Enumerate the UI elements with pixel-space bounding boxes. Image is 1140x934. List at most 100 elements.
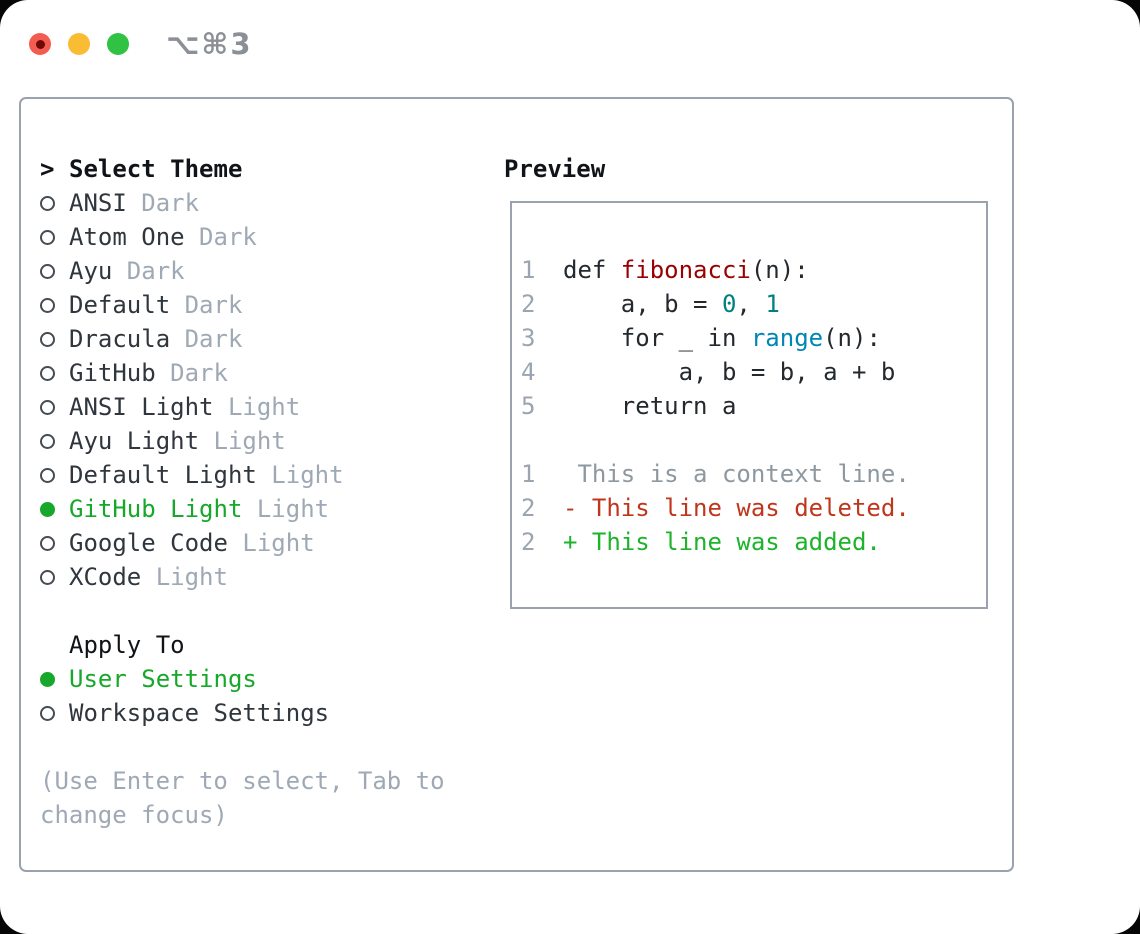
option-label: GitHub Light: [69, 495, 243, 523]
code-line: 2 + This line was added.: [521, 525, 986, 559]
theme-option-ayu-dark[interactable]: Ayu Dark: [40, 254, 500, 288]
theme-option-github-light-light[interactable]: GitHub Light Light: [40, 492, 500, 526]
option-label: Dracula: [69, 325, 171, 353]
maximize-button[interactable]: [107, 33, 129, 55]
radio-icon: [40, 331, 55, 347]
radio-icon: [40, 399, 55, 415]
close-button[interactable]: [29, 33, 51, 55]
preview-header: Preview: [504, 155, 606, 183]
select-theme-header: > Select Theme: [40, 152, 500, 186]
theme-variant-tag: Light: [199, 427, 286, 455]
code-line: 2 - This line was deleted.: [521, 491, 986, 525]
theme-variant-tag: Light: [213, 393, 301, 421]
code-line: 3 for _ in range(n):: [521, 321, 986, 355]
line-number: 2: [521, 528, 536, 556]
theme-option-atom-one-dark[interactable]: Atom One Dark: [40, 220, 500, 254]
radio-icon: [40, 705, 55, 721]
spacer-row: [40, 730, 500, 764]
line-number: 2: [521, 290, 536, 318]
option-label: Default Light: [69, 461, 257, 489]
option-label: Ayu: [69, 257, 113, 285]
apply-to-header: Apply To: [40, 628, 500, 662]
cursor-icon: >: [40, 155, 55, 183]
code-segment-default: (n):: [823, 324, 881, 352]
theme-variant-tag: Light: [227, 529, 315, 557]
option-label: XCode: [69, 563, 142, 591]
code-line: 5 return a: [521, 389, 986, 423]
code-segment-default: a, b = b, a + b: [563, 358, 896, 386]
code-segment-context: This is a context line.: [563, 460, 910, 488]
option-label: Atom One: [69, 223, 185, 251]
theme-option-google-code-light[interactable]: Google Code Light: [40, 526, 500, 560]
spacer-row: [40, 594, 500, 628]
option-label: Workspace Settings: [69, 699, 330, 727]
code-segment-builtin: range: [750, 324, 824, 352]
radio-selected-icon: [40, 501, 55, 517]
theme-variant-tag: Dark: [112, 257, 185, 285]
code-line: 1 This is a context line.: [521, 457, 986, 491]
radio-icon: [40, 263, 55, 279]
option-label: Google Code: [69, 529, 228, 557]
radio-icon: [40, 569, 55, 585]
apply-option-user-settings[interactable]: User Settings: [40, 662, 500, 696]
line-number: 5: [521, 392, 536, 420]
theme-option-ansi-light-light[interactable]: ANSI Light Light: [40, 390, 500, 424]
option-label: ANSI Light: [69, 393, 214, 421]
code-segment-default: return a: [563, 392, 737, 420]
code-segment-default: for _ in: [563, 324, 751, 352]
code-segment-function: fibonacci: [620, 256, 751, 284]
option-label: User Settings: [69, 665, 257, 693]
line-number: 2: [521, 494, 536, 522]
window-title: ⌥⌘3: [166, 27, 253, 61]
code-segment-number: 0: [721, 290, 737, 318]
code-segment-number: 1: [765, 290, 780, 318]
option-label: ANSI: [69, 189, 127, 217]
theme-variant-tag: Light: [242, 495, 330, 523]
option-label: GitHub: [69, 359, 156, 387]
code-segment-deleted: - This line was deleted.: [563, 494, 910, 522]
theme-option-ansi-dark[interactable]: ANSI Dark: [40, 186, 500, 220]
option-label: Default: [69, 291, 171, 319]
theme-variant-tag: Light: [256, 461, 344, 489]
hint-line-1: (Use Enter to select, Tab to: [40, 767, 445, 795]
apply-to-label: Apply To: [69, 631, 185, 659]
line-number: 1: [521, 256, 536, 284]
radio-icon: [40, 467, 55, 483]
hint-line-2: change focus): [40, 801, 228, 829]
radio-icon: [40, 229, 55, 245]
select-theme-label: Select Theme: [69, 155, 243, 183]
minimize-button[interactable]: [68, 33, 90, 55]
theme-option-xcode-light[interactable]: XCode Light: [40, 560, 500, 594]
radio-icon: [40, 195, 55, 211]
theme-variant-tag: Dark: [126, 189, 200, 217]
radio-selected-icon: [40, 671, 55, 687]
titlebar: ⌥⌘3: [29, 27, 253, 61]
theme-variant-tag: Dark: [170, 291, 243, 319]
option-label: Ayu Light: [69, 427, 200, 455]
theme-option-github-dark[interactable]: GitHub Dark: [40, 356, 500, 390]
code-segment-default: (n):: [750, 256, 809, 284]
theme-variant-tag: Dark: [170, 325, 243, 353]
theme-variant-tag: Light: [141, 563, 228, 591]
apply-option-workspace-settings[interactable]: Workspace Settings: [40, 696, 500, 730]
line-number: [521, 423, 563, 457]
code-line: [521, 423, 986, 457]
theme-option-default-light-light[interactable]: Default Light Light: [40, 458, 500, 492]
radio-icon: [40, 433, 55, 449]
theme-option-default-dark[interactable]: Default Dark: [40, 288, 500, 322]
line-number: 4: [521, 358, 536, 386]
theme-variant-tag: Dark: [155, 359, 228, 387]
code-segment-added: + This line was added.: [563, 528, 881, 556]
radio-icon: [40, 297, 55, 313]
code-segment-default: a, b =: [563, 290, 722, 318]
theme-variant-tag: Dark: [184, 223, 257, 251]
theme-option-ayu-light-light[interactable]: Ayu Light Light: [40, 424, 500, 458]
theme-option-dracula-dark[interactable]: Dracula Dark: [40, 322, 500, 356]
